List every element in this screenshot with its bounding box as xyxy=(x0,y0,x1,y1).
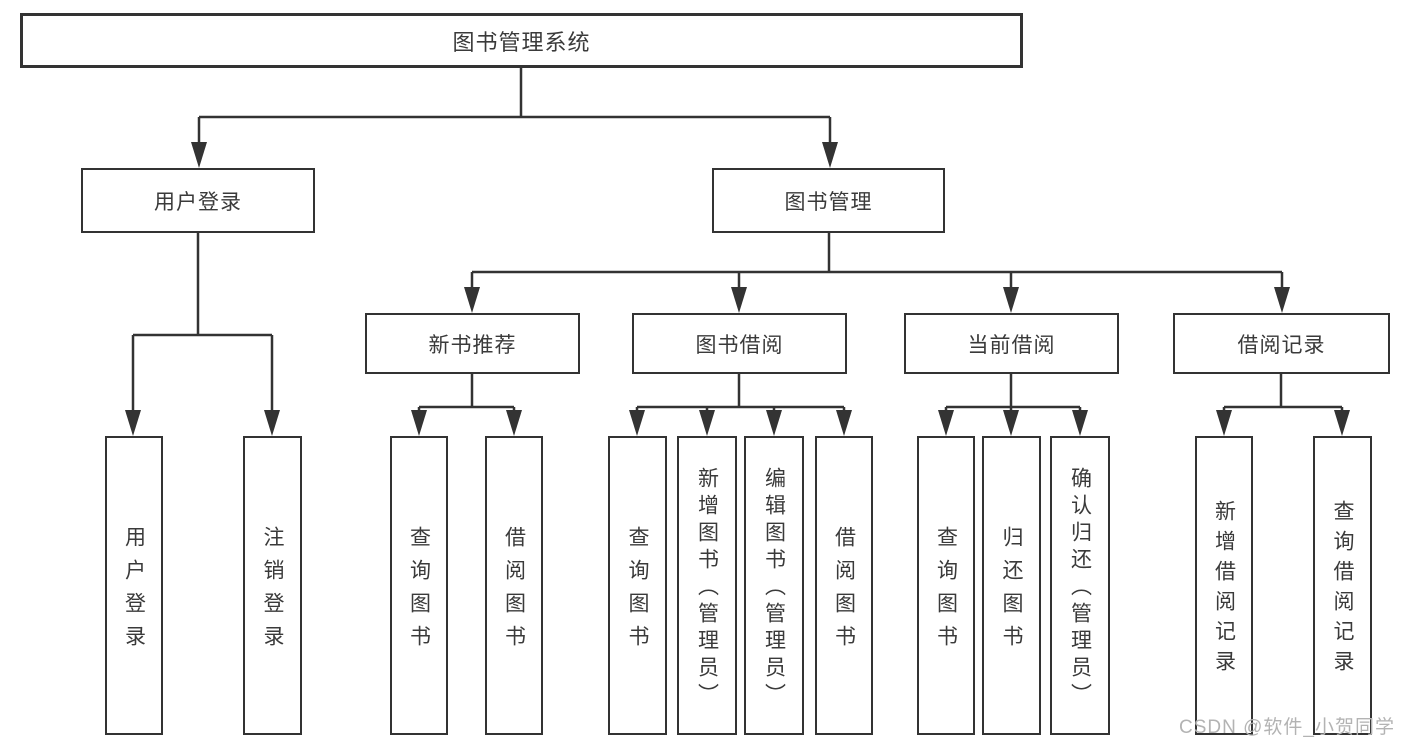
leaf-add-borrow-record-label: 新增借阅记录 xyxy=(1212,500,1236,680)
node-current-borrow: 当前借阅 xyxy=(904,313,1119,374)
node-borrow-records-label: 借阅记录 xyxy=(1237,333,1326,357)
node-book-management: 图书管理 xyxy=(712,168,945,233)
leaf-borrow-books-1-label: 借阅图书 xyxy=(502,525,526,658)
leaf-query-books-1: 查询图书 xyxy=(390,436,448,735)
leaf-return-books-label: 归还图书 xyxy=(1000,525,1023,658)
leaf-confirm-return-admin: 确认归还（管理员） xyxy=(1050,436,1110,735)
leaf-edit-books-admin: 编辑图书（管理员） xyxy=(744,436,804,735)
leaf-query-books-3: 查询图书 xyxy=(917,436,975,735)
node-book-management-label: 图书管理 xyxy=(784,190,873,214)
leaf-user-login-label: 用户登录 xyxy=(122,525,146,658)
leaf-add-books-admin-label: 新增图书（管理员） xyxy=(695,467,719,710)
node-new-book-recommend: 新书推荐 xyxy=(365,313,580,374)
leaf-query-borrow-record-label: 查询借阅记录 xyxy=(1331,500,1354,680)
leaf-query-books-3-label: 查询图书 xyxy=(934,525,958,658)
leaf-add-borrow-record: 新增借阅记录 xyxy=(1195,436,1253,735)
node-root-label: 图书管理系统 xyxy=(452,29,591,55)
watermark: CSDN @软件_小贺同学 xyxy=(1179,717,1395,738)
leaf-query-books-2: 查询图书 xyxy=(608,436,667,735)
leaf-query-books-1-label: 查询图书 xyxy=(407,525,431,658)
leaf-logout: 注销登录 xyxy=(243,436,302,735)
node-root: 图书管理系统 xyxy=(20,13,1023,68)
node-new-book-recommend-label: 新书推荐 xyxy=(428,333,517,357)
node-borrow-records: 借阅记录 xyxy=(1173,313,1390,374)
leaf-borrow-books-2: 借阅图书 xyxy=(815,436,873,735)
leaf-query-borrow-record: 查询借阅记录 xyxy=(1313,436,1372,735)
leaf-borrow-books-1: 借阅图书 xyxy=(485,436,543,735)
node-user-login: 用户登录 xyxy=(81,168,315,233)
leaf-user-login: 用户登录 xyxy=(105,436,163,735)
leaf-borrow-books-2-label: 借阅图书 xyxy=(832,525,856,658)
leaf-edit-books-admin-label: 编辑图书（管理员） xyxy=(762,467,786,710)
node-user-login-label: 用户登录 xyxy=(154,190,242,214)
node-book-borrow: 图书借阅 xyxy=(632,313,847,374)
leaf-return-books: 归还图书 xyxy=(982,436,1041,735)
leaf-add-books-admin: 新增图书（管理员） xyxy=(677,436,737,735)
node-current-borrow-label: 当前借阅 xyxy=(967,333,1056,357)
node-book-borrow-label: 图书借阅 xyxy=(695,333,784,357)
leaf-confirm-return-admin-label: 确认归还（管理员） xyxy=(1068,467,1092,710)
leaf-query-books-2-label: 查询图书 xyxy=(626,525,649,658)
leaf-logout-label: 注销登录 xyxy=(261,525,284,658)
